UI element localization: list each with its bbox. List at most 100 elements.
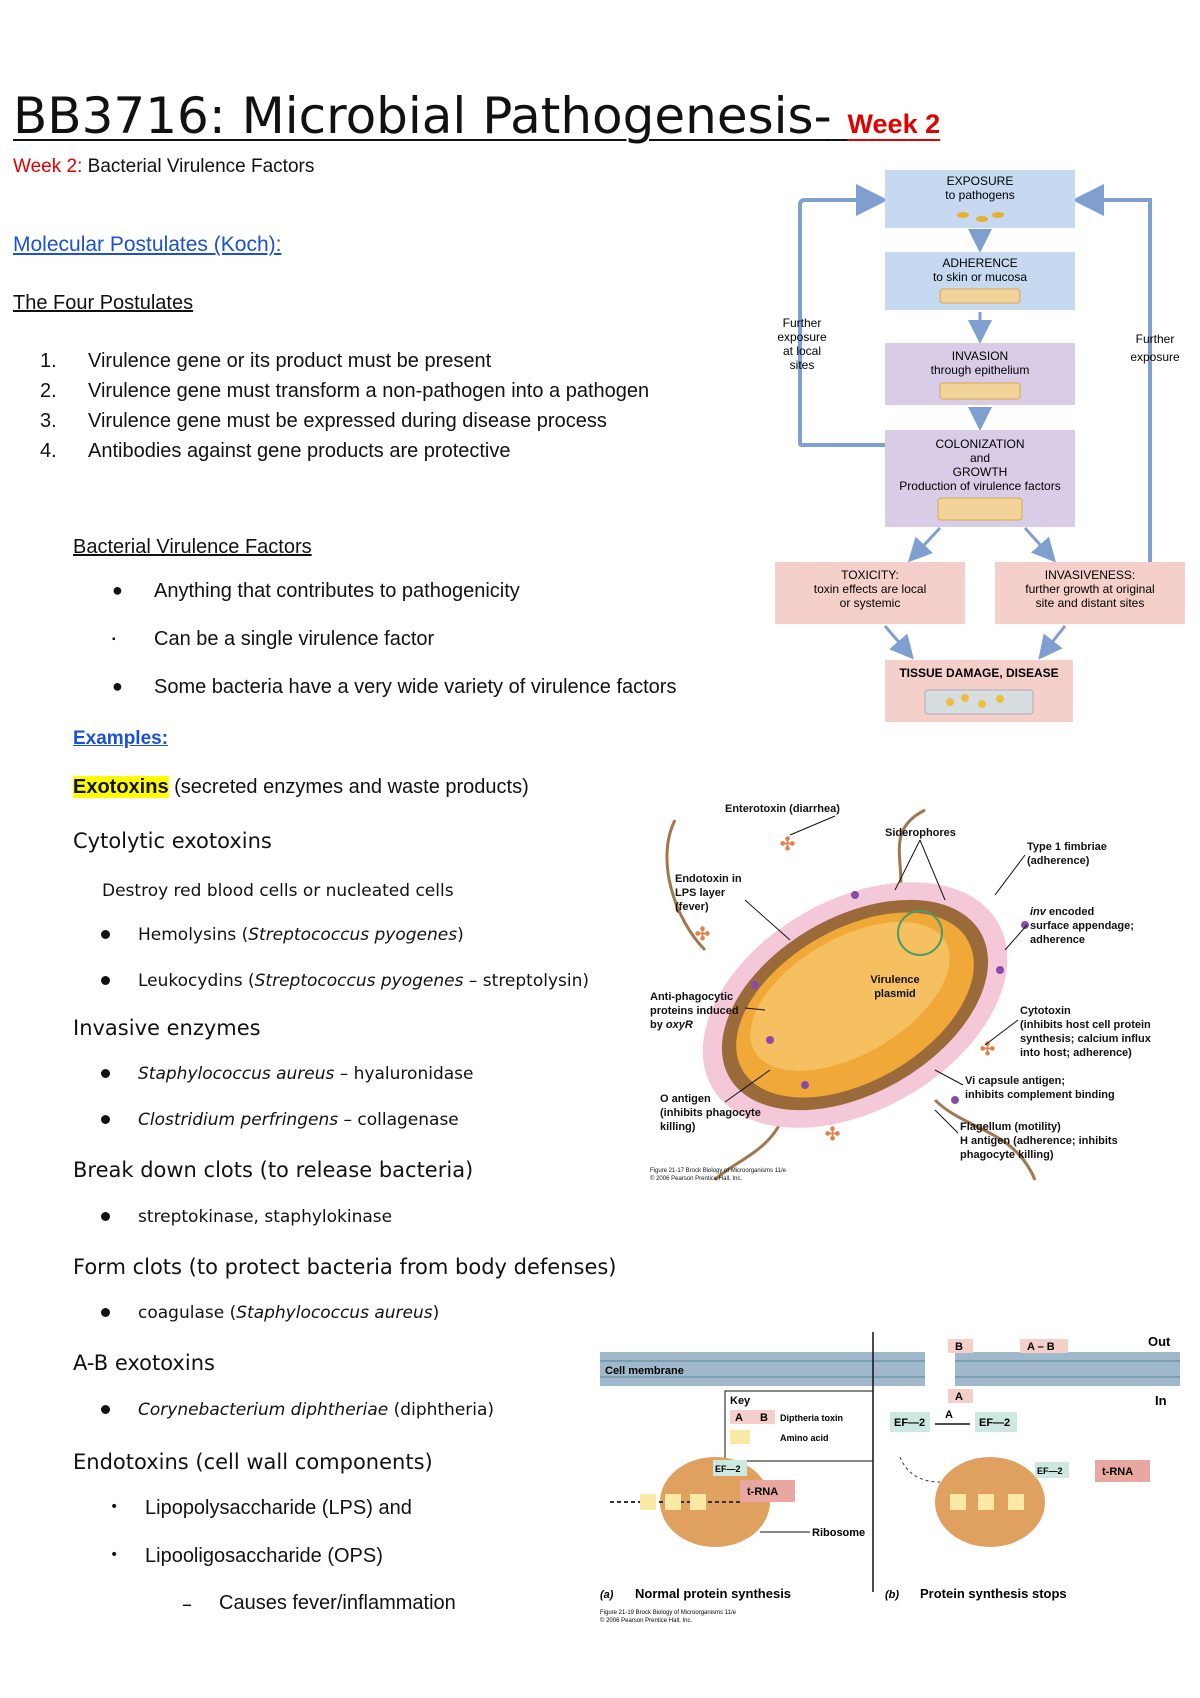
key-box bbox=[724, 1390, 874, 1462]
postulate-item: 4.Antibodies against gene products are p… bbox=[40, 440, 649, 470]
damage-label: TISSUE DAMAGE, DISEASE bbox=[899, 666, 1058, 680]
endotoxin-label-3: (fever) bbox=[675, 901, 709, 913]
formclots-heading: Form clots (to protect bacteria from bod… bbox=[73, 1255, 617, 1279]
cytotoxin-icon: ✣ bbox=[980, 1039, 995, 1059]
cytolytic-item-2: Leukocydins (Streptococcus pyogenes – st… bbox=[138, 971, 590, 991]
cytotoxin-label-1: Cytotoxin bbox=[1020, 1005, 1071, 1017]
invasive-item-1: Staphylococcus aureus – hyaluronidase bbox=[138, 1064, 474, 1084]
epithelium-icon bbox=[939, 382, 1021, 400]
antiphago-label-2: proteins induced bbox=[650, 1005, 739, 1017]
figure-caption-1: Figure 21-19 Brock Biology of Microorgan… bbox=[600, 1610, 737, 1616]
panel-a-label: (a) bbox=[600, 1589, 614, 1601]
ef2-b-label: EF—2 bbox=[1037, 1466, 1063, 1476]
bullet-icon bbox=[101, 1069, 110, 1078]
item-number: 1. bbox=[40, 350, 57, 372]
key-label: Key bbox=[730, 1395, 751, 1407]
colonization-label-2: and bbox=[970, 451, 990, 465]
figure-caption-1: Figure 21-17 Brock Biology of Microorgan… bbox=[650, 1168, 787, 1174]
postulate-item: 3. Virulence gene must be expressed durin… bbox=[40, 410, 649, 440]
panel-b-title: Protein synthesis stops bbox=[920, 1586, 1067, 1601]
oantigen-label-2: (inhibits phagocyte bbox=[660, 1107, 761, 1119]
pathogenesis-flow-diagram: EXPOSURE to pathogens ADHERENCE to skin … bbox=[775, 170, 1185, 722]
panel-b-label: (b) bbox=[885, 1589, 899, 1601]
breakdown-item-1: streptokinase, staphylokinase bbox=[138, 1207, 393, 1227]
title-week: Week 2 bbox=[847, 109, 941, 139]
postulate-item: 1.Virulence gene or its product must be … bbox=[40, 350, 649, 380]
panel-a-title: Normal protein synthesis bbox=[635, 1586, 791, 1601]
cell-membrane bbox=[600, 1352, 925, 1386]
page-title: BB3716: Microbial Pathogenesis- Week 2 bbox=[13, 88, 940, 152]
invasiveness-label-3: site and distant sites bbox=[1036, 596, 1145, 610]
item-text: Antibodies against gene products are pro… bbox=[88, 440, 511, 462]
figure-caption-2: © 2006 Pearson Prentice Hall, Inc. bbox=[650, 1175, 742, 1182]
ef2-arrow-a: A bbox=[945, 1409, 953, 1421]
adherence-label: ADHERENCE bbox=[942, 256, 1017, 270]
cytolytic-item-1: Hemolysins (Streptococcus pyogenes) bbox=[138, 925, 464, 945]
fimbriae-label-1: Type 1 fimbriae bbox=[1027, 841, 1107, 853]
flagellum-label-2: H antigen (adherence; inhibits bbox=[960, 1135, 1118, 1147]
toxicity-label-3: or systemic bbox=[840, 596, 901, 610]
bullet-item: ▪Can be a single virulence factor bbox=[112, 628, 676, 676]
flow-arrow bbox=[907, 526, 942, 563]
exposure-label-2: to pathogens bbox=[945, 188, 1014, 202]
enterotoxin-icon: ✣ bbox=[780, 834, 795, 854]
dash-icon: – bbox=[182, 1592, 192, 1616]
key-toxin-swatch bbox=[730, 1410, 775, 1424]
flagellum-label-3: phagocyte killing) bbox=[960, 1149, 1054, 1161]
subtitle-week: Week 2: bbox=[13, 156, 83, 177]
flagellum bbox=[933, 1098, 1037, 1181]
flow-arrow bbox=[883, 625, 914, 660]
ef2-label: EF—2 bbox=[894, 1417, 925, 1429]
ef2-ribo-box bbox=[713, 1460, 747, 1476]
bullet-text: Some bacteria have a very wide variety o… bbox=[154, 676, 677, 698]
adherence-label-2: to skin or mucosa bbox=[933, 270, 1027, 284]
bullet-text: Anything that contributes to pathogenici… bbox=[154, 580, 520, 602]
protein-synthesis-diagram: Cell membrane B A – B A Out In Key A B D… bbox=[600, 1332, 1180, 1624]
out-label: Out bbox=[1148, 1334, 1171, 1349]
postulate-item: 2. Virulence gene must transform a non-pa… bbox=[40, 380, 649, 410]
bullet-icon bbox=[101, 1115, 110, 1124]
right-note-2: exposure bbox=[1130, 350, 1180, 364]
postulates-list: 1.Virulence gene or its product must be … bbox=[40, 350, 649, 470]
epithelium-icon bbox=[939, 288, 1021, 304]
antiphago-label-3: by oxyR bbox=[650, 1019, 693, 1031]
toxin-b-box bbox=[948, 1339, 973, 1353]
plasmid-label-1: Virulence bbox=[870, 974, 919, 986]
bullet-item: ●Anything that contributes to pathogenic… bbox=[112, 580, 676, 628]
pathogen-icon bbox=[957, 212, 969, 218]
item-text: Virulence gene must transform a non-path… bbox=[88, 380, 650, 402]
colonization-label: COLONIZATION bbox=[935, 437, 1024, 451]
cytotoxin-label-4: into host; adherence) bbox=[1020, 1047, 1132, 1059]
item-text: Virulence gene must be expressed during … bbox=[88, 410, 607, 432]
four-postulates-heading: The Four Postulates bbox=[13, 292, 194, 314]
pathogen-icon bbox=[992, 212, 1004, 218]
flagellum-label-1: Flagellum (motility) bbox=[960, 1121, 1061, 1133]
colonization-label-4: Production of virulence factors bbox=[899, 479, 1060, 493]
invasiveness-label-2: further growth at original bbox=[1025, 582, 1154, 596]
virulence-factors-list: ●Anything that contributes to pathogenic… bbox=[112, 580, 676, 724]
postulates-heading: Molecular Postulates (Koch): bbox=[13, 233, 282, 256]
siderophores-label: Siderophores bbox=[885, 827, 956, 839]
item-number: 2. bbox=[40, 380, 57, 402]
item-number: 3. bbox=[40, 410, 57, 432]
ab-label: A – B bbox=[1027, 1341, 1055, 1353]
vi-label-2: inhibits complement binding bbox=[965, 1089, 1115, 1101]
trna-box bbox=[740, 1480, 795, 1502]
oantigen-label-3: killing) bbox=[660, 1121, 696, 1133]
cytolytic-heading: Cytolytic exotoxins bbox=[73, 829, 272, 853]
bullet-icon bbox=[101, 1308, 110, 1317]
inv-label-1: inv encoded bbox=[1030, 906, 1094, 918]
toxin-ab-box bbox=[1020, 1339, 1068, 1353]
virulence-factors-heading: Bacterial Virulence Factors bbox=[73, 536, 312, 558]
right-note-1: Further bbox=[1136, 332, 1175, 346]
breakdown-heading: Break down clots (to release bacteria) bbox=[73, 1158, 474, 1182]
bullet-icon bbox=[101, 976, 110, 985]
exotoxins-label: Exotoxins bbox=[73, 776, 169, 798]
left-note-3: at local bbox=[783, 344, 821, 358]
bullet-icon: • bbox=[110, 1499, 119, 1515]
ribosome-label: Ribosome bbox=[812, 1527, 865, 1539]
bullet-icon bbox=[101, 1212, 110, 1221]
key-amino-swatch bbox=[730, 1430, 750, 1444]
left-note-2: exposure bbox=[777, 330, 827, 344]
endotoxin-icon: ✣ bbox=[825, 1124, 840, 1144]
